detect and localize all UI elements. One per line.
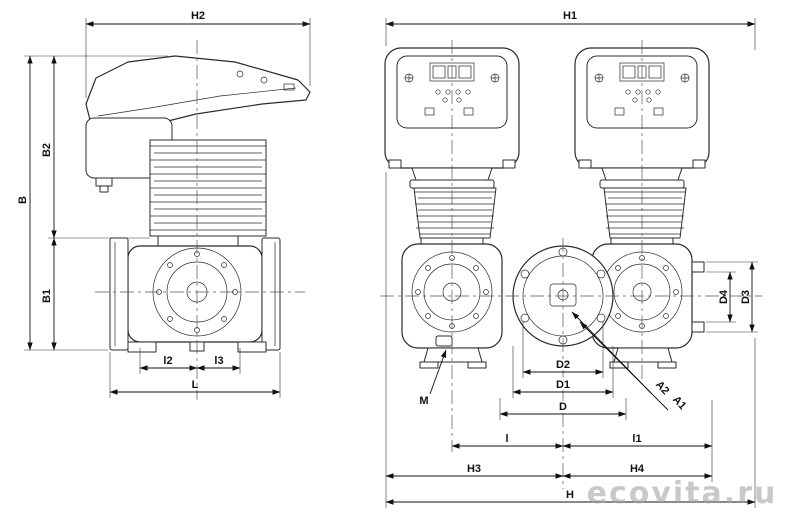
dim-label-a2: A2 — [653, 379, 671, 397]
dim-label-front-l: l — [505, 433, 508, 445]
dim-label-l3: l3 — [214, 355, 223, 367]
dim-label-m: M — [419, 395, 428, 407]
dim-label-a1: A1 — [670, 394, 688, 412]
dim-label-l2: l2 — [163, 355, 172, 367]
side-view-centerlines — [95, 40, 305, 400]
dim-label-h1: H1 — [563, 10, 577, 22]
side-view-dimensions: H2 B B2 B1 l2 l3 L — [17, 10, 311, 398]
dim-label-d1: D1 — [556, 379, 570, 391]
dim-label-l1: l1 — [632, 433, 641, 445]
front-view-body — [384, 47, 710, 369]
dim-label-b: B — [17, 196, 29, 204]
side-view-body — [85, 55, 311, 353]
side-port-upper — [691, 261, 705, 273]
sensor-port-m — [435, 335, 453, 347]
dim-label-b1: B1 — [41, 289, 53, 303]
watermark-text: ecovita.ru — [587, 476, 778, 511]
dim-label-d4: D4 — [718, 289, 730, 304]
dim-label-d3: D3 — [740, 290, 752, 304]
dim-label-d: D — [559, 401, 567, 413]
dim-label-h3: H3 — [467, 463, 481, 475]
dim-label-h4: H4 — [630, 463, 645, 475]
dim-label-b2: B2 — [41, 143, 53, 157]
dim-label-d2: D2 — [556, 359, 570, 371]
side-port-lower — [691, 321, 705, 333]
dim-label-h: H — [566, 489, 574, 501]
dim-label-l: L — [192, 379, 199, 391]
dim-label-h2: H2 — [191, 10, 205, 22]
